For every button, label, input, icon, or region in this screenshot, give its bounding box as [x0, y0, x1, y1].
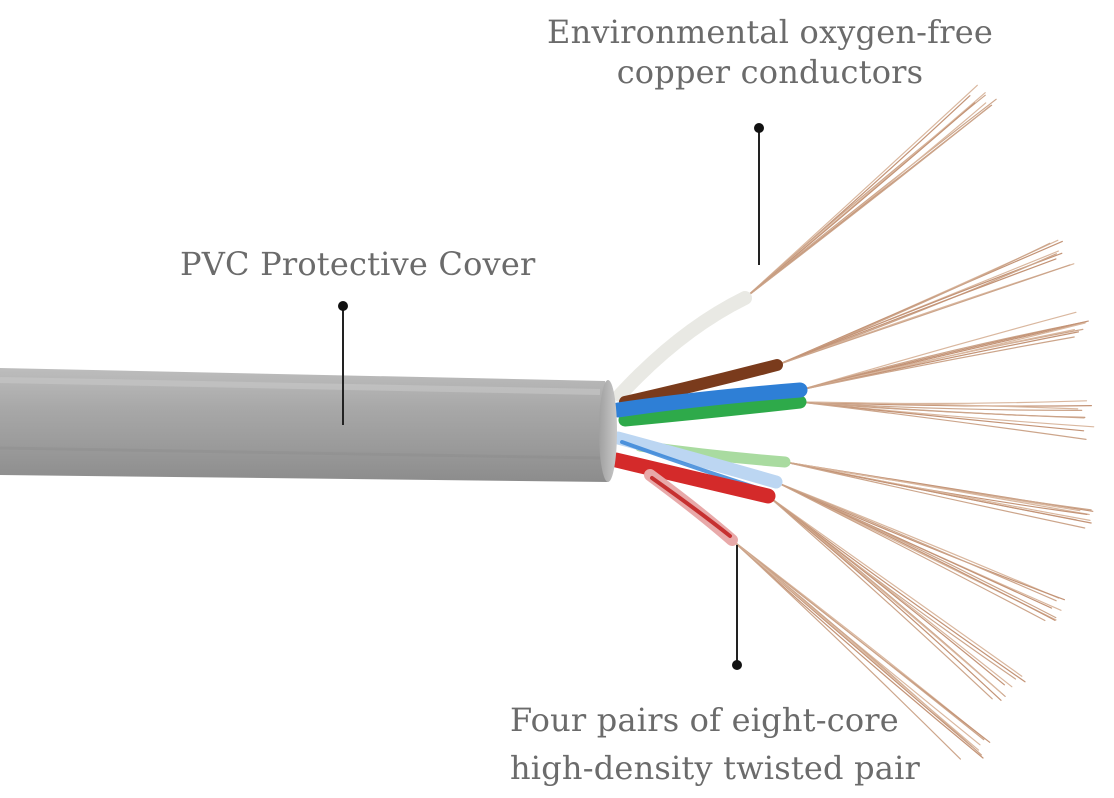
wire-blue	[610, 382, 808, 418]
copper-conductors-label: Environmental oxygen-free copper conduct…	[540, 12, 1000, 92]
copper-strand	[799, 320, 1089, 391]
copper-label-line1: Environmental oxygen-free	[547, 13, 993, 51]
wire-light-blue	[611, 431, 783, 489]
copper-strand	[767, 495, 1026, 683]
pvc-label-text: PVC Protective Cover	[180, 245, 536, 283]
copper-strand	[731, 539, 961, 760]
copper-strands	[731, 84, 1095, 760]
copper-strand	[744, 84, 978, 299]
pvc-cover-label: PVC Protective Cover	[180, 244, 540, 284]
copper-strand	[767, 495, 1023, 677]
copper-strand	[767, 495, 1002, 701]
dot-pairs	[732, 660, 742, 670]
copper-strand	[731, 539, 980, 751]
callout-leaders	[338, 123, 764, 670]
twisted-pairs-label: Four pairs of eight-core high-density tw…	[510, 696, 930, 792]
copper-strand	[775, 481, 1057, 602]
pairs-label-line2: high-density twisted pair	[510, 749, 920, 787]
copper-strand	[744, 102, 976, 299]
wire-white	[613, 291, 752, 402]
wire-green	[618, 395, 807, 427]
copper-strand	[776, 264, 1071, 366]
dot-pvc	[338, 301, 348, 311]
copper-strand	[784, 461, 1092, 524]
copper-strand	[784, 461, 1091, 521]
copper-strand	[776, 258, 1057, 366]
copper-strand	[799, 336, 1075, 391]
copper-strand	[799, 401, 1087, 440]
copper-strand	[731, 539, 985, 741]
copper-strand	[784, 461, 1086, 529]
insulated-wires	[608, 291, 808, 546]
copper-strand	[731, 539, 982, 756]
wire-red	[608, 452, 776, 504]
copper-strand	[767, 495, 993, 700]
copper-strand	[799, 401, 1085, 419]
dot-copper	[754, 123, 764, 133]
copper-strand	[775, 481, 1046, 622]
copper-strand	[775, 481, 1056, 621]
wire-brown	[619, 359, 783, 408]
copper-strand	[799, 401, 1079, 410]
copper-strand	[799, 401, 1092, 407]
pairs-label-line1: Four pairs of eight-core	[510, 701, 899, 739]
pvc-cable	[0, 368, 617, 482]
copper-strand	[784, 461, 1090, 516]
copper-strand	[744, 98, 997, 299]
copper-label-line2: copper conductors	[616, 53, 924, 91]
copper-strand	[744, 105, 991, 299]
